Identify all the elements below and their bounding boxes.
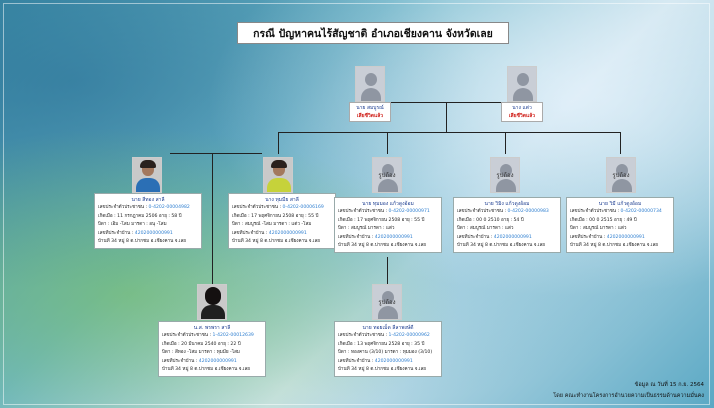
- child-5-photo: รูปถ้อง: [606, 157, 636, 193]
- connector-child4-drop: [505, 132, 506, 154]
- footer-org: โดย คณะทำงานโครงการอำนวยความเป็นธรรมด้าน…: [553, 393, 704, 399]
- connector-child3-drop: [387, 132, 388, 154]
- connector-gp-stem: [446, 102, 447, 132]
- page-title: กรณี ปัญหาคนไร้สัญชาติ อำเภอเชียงคาน จัง…: [237, 22, 509, 44]
- child-card-2: นาง ทุมมีย สาลี เลขประจำตัวประชาชน : 0-4…: [228, 193, 336, 250]
- grandfather-card: นาย สมบูรณ์ เสียชีวิตแล้ว: [349, 102, 391, 122]
- connector-couple: [170, 153, 262, 154]
- grandchild-card-2: นาย ทอยเม็ด ลีลาพงษ์ดี เลขประจำตัวประชาช…: [334, 321, 442, 378]
- child-card-1: นาย สีทอง สาลี เลขประจำตัวประชาชน : 0-42…: [94, 193, 202, 250]
- connector-child2-drop: [278, 132, 279, 154]
- grandmother-photo: [507, 66, 537, 102]
- slide-frame: [3, 3, 710, 405]
- grandchild-card-1: น.ส. พรพรา สาลี เลขประจำตัวประชาชน : 1-4…: [158, 321, 266, 378]
- child-card-5: นาย วิมี แก้วดูงอ้อม เลขประจำตัวประชาชน …: [566, 197, 674, 254]
- connector-child5-drop: [620, 132, 621, 154]
- child-3-photo: รูปถ้อง: [372, 157, 402, 193]
- child-card-4: นาย วิมิง แก้วดูงอ้อม เลขประจำตัวประชาชน…: [453, 197, 561, 254]
- child-1-photo: [132, 157, 162, 193]
- grandmother-card: นาง แต่ว เสียชีวิตแล้ว: [501, 102, 543, 122]
- child-2-photo: [263, 157, 293, 193]
- grandchild-1-photo: [197, 284, 227, 320]
- grandchild-2-photo: รูปถ้อง: [372, 284, 402, 320]
- child-4-photo: รูปถ้อง: [490, 157, 520, 193]
- grandfather-photo: [355, 66, 385, 102]
- connector-couple-drop: [212, 153, 213, 288]
- child-card-3: นาย ทุมมอง แก้วดูงอ้อม เลขประจำตัวประชาช…: [334, 197, 442, 254]
- connector-child3-down: [387, 257, 388, 287]
- footer-date: ข้อมูล ณ วันที่ 15 ก.ย. 2564: [634, 382, 704, 388]
- connector-children-bar: [278, 132, 620, 133]
